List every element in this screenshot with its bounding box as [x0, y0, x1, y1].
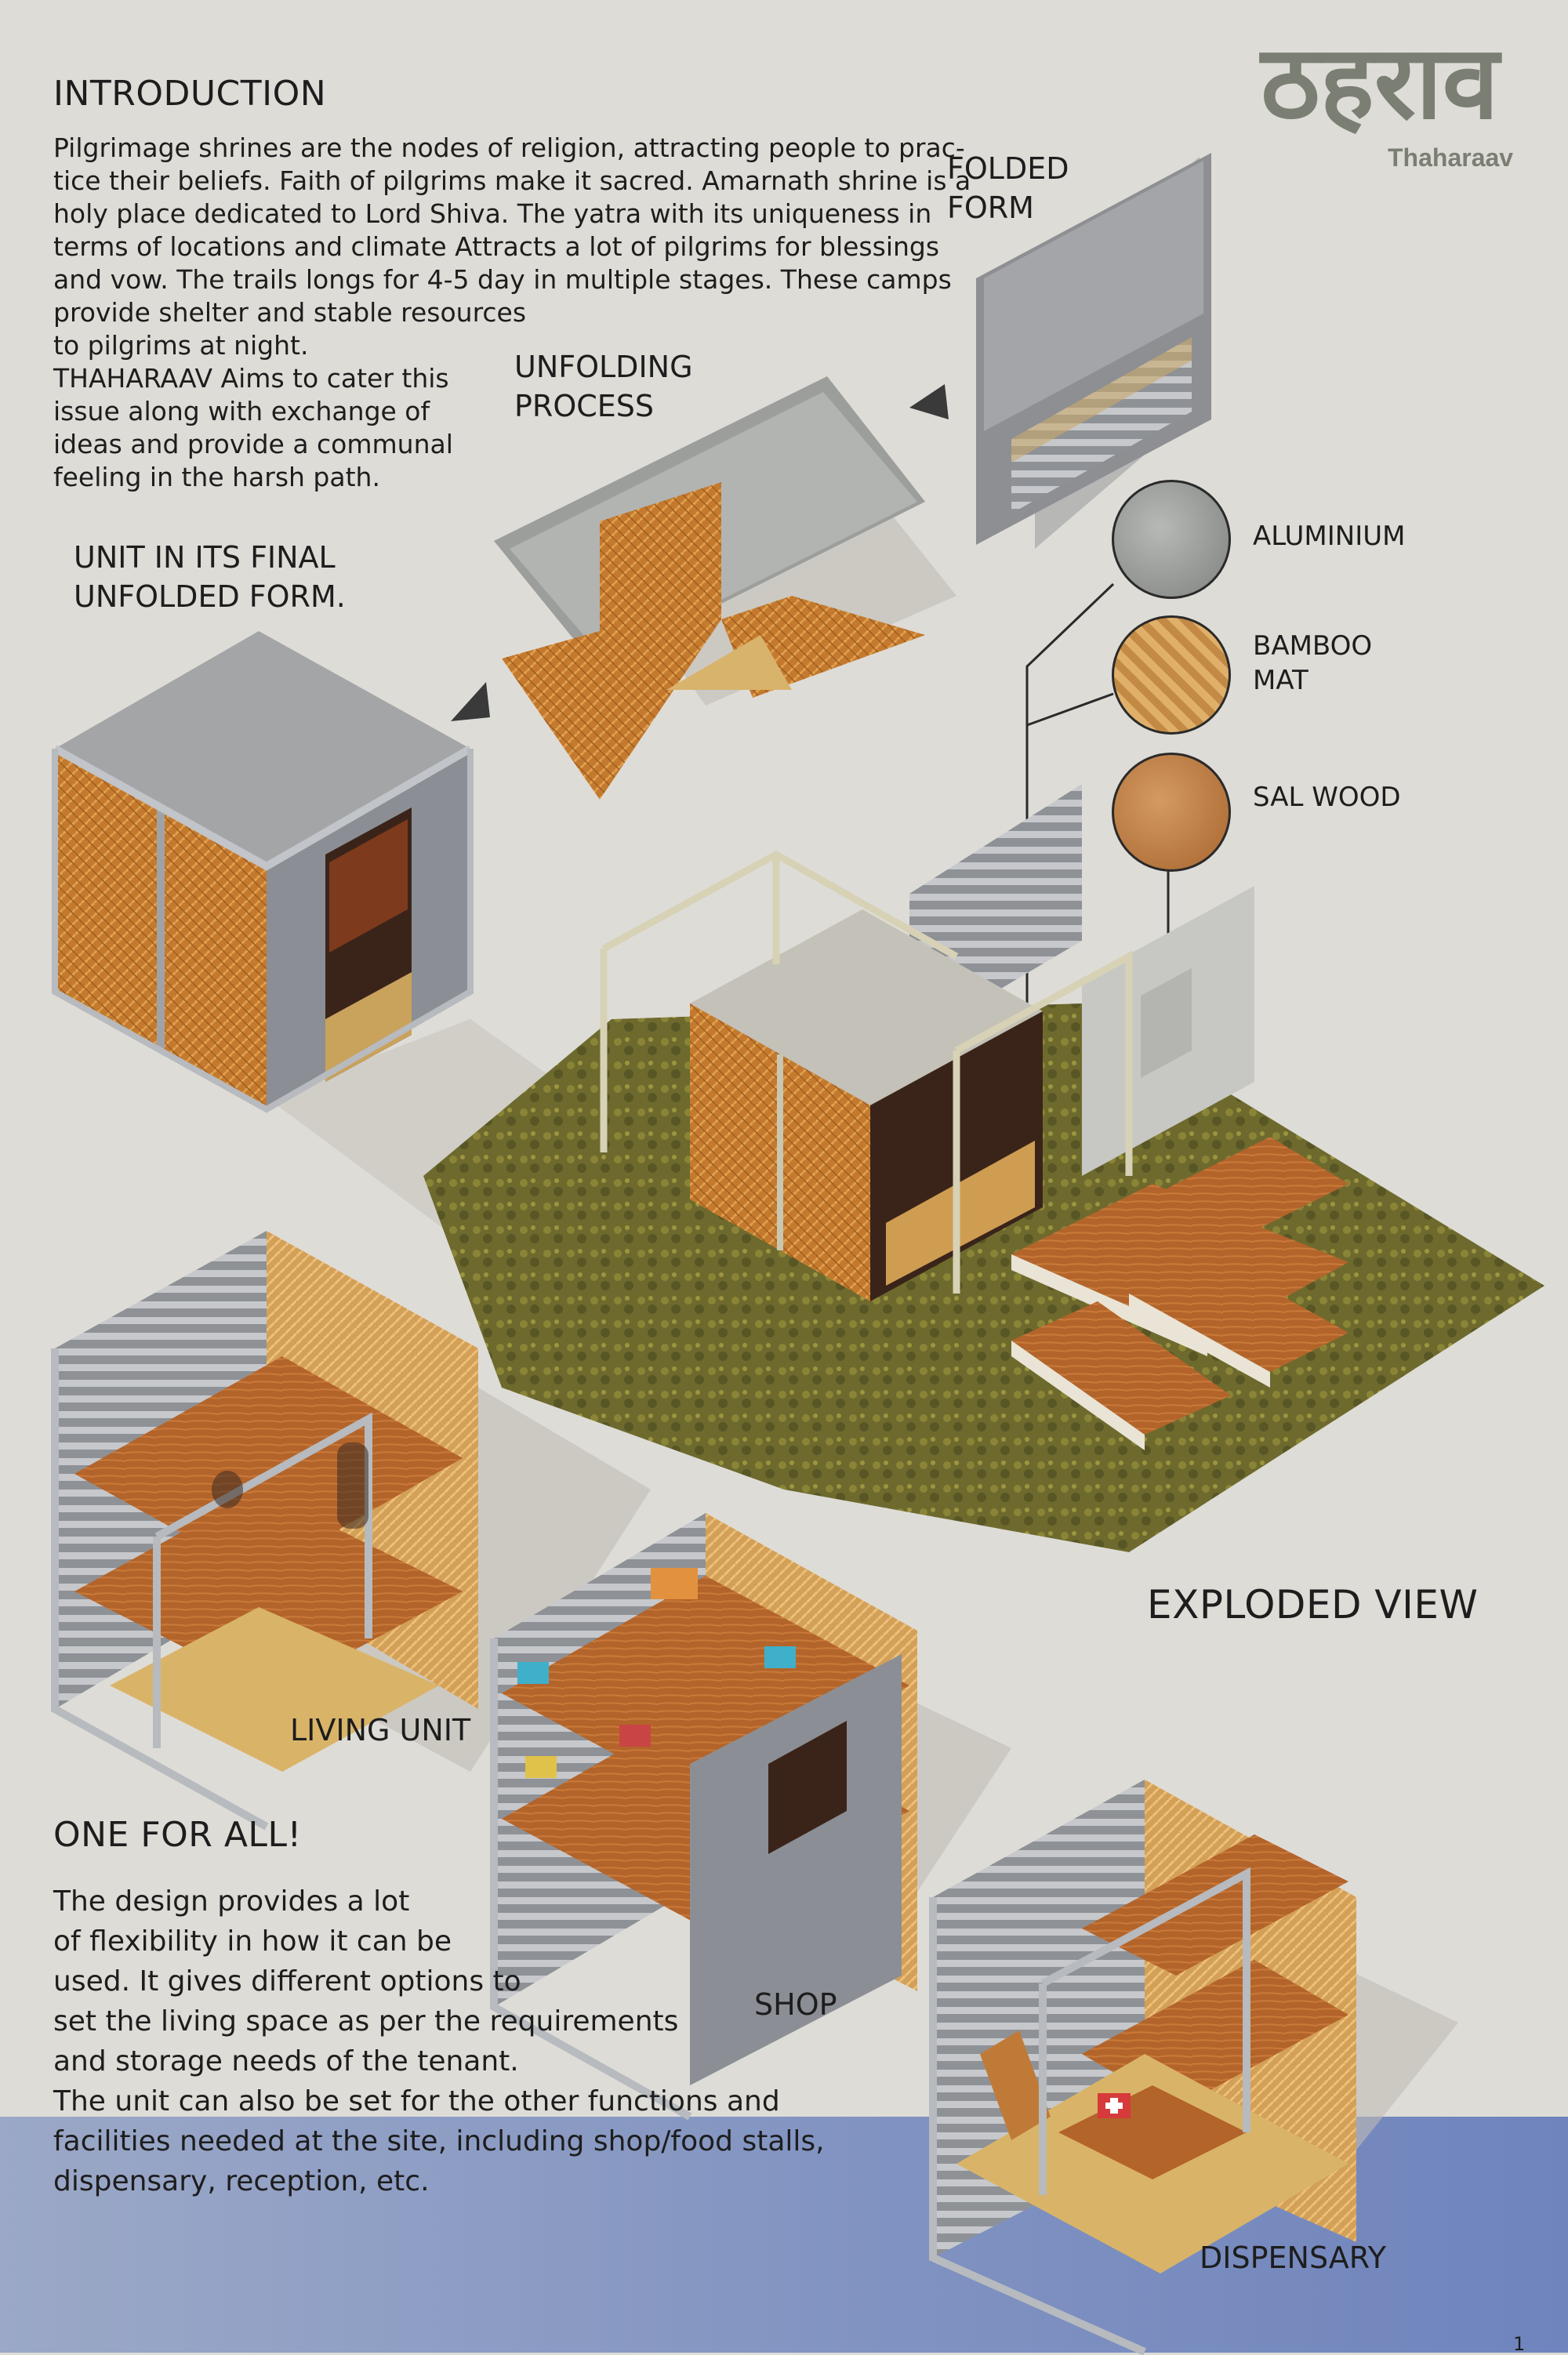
- aluminium-label: ALUMINIUM: [1253, 519, 1405, 553]
- introduction-line: terms of locations and climate Attracts …: [53, 231, 940, 262]
- introduction-line: to pilgrims at night.: [53, 330, 309, 361]
- one-for-all-heading: ONE FOR ALL!: [53, 1815, 302, 1855]
- one-for-all-line: set the living space as per the requirem…: [53, 2005, 679, 2037]
- introduction-line: issue along with exchange of: [53, 396, 430, 426]
- living-unit-label: LIVING UNIT: [290, 1713, 471, 1747]
- shop-illustration: [490, 1513, 1011, 2121]
- introduction-line: provide shelter and stable resources: [53, 297, 527, 328]
- material-label-line: BAMBOO: [1253, 630, 1373, 662]
- introduction-line: holy place dedicated to Lord Shiva. The …: [53, 198, 932, 229]
- folded-form-label: FOLDED FORM: [947, 149, 1069, 227]
- folded-form-label-line: FOLDED: [947, 151, 1069, 186]
- one-for-all-line: dispensary, reception, etc.: [53, 2165, 430, 2197]
- material-label-line: ALUMINIUM: [1253, 521, 1406, 552]
- arrow-left-icon: [451, 682, 490, 721]
- bamboo-mat-label: BAMBOO MAT: [1253, 629, 1372, 698]
- bamboo-mat-swatch: [1112, 615, 1231, 735]
- page-number: 1: [1513, 2333, 1526, 2355]
- introduction-line: THAHARAAV Aims to cater this: [53, 363, 449, 394]
- sal-wood-label: SAL WOOD: [1253, 780, 1401, 815]
- sal-wood-swatch: [1112, 753, 1231, 872]
- brand-title-hindi: ठहराव: [1261, 23, 1499, 142]
- final-form-label-line: UNFOLDED FORM.: [74, 579, 346, 614]
- one-for-all-line: used. It gives different options to: [53, 1965, 521, 1998]
- final-form-label-line: UNIT IN ITS FINAL: [74, 540, 336, 575]
- one-for-all-text: The design provides a lot of flexibility…: [53, 1881, 825, 2201]
- one-for-all-line: The unit can also be set for the other f…: [53, 2085, 780, 2117]
- folded-form-illustration: [976, 153, 1211, 549]
- unfolding-process-label-line: PROCESS: [514, 389, 655, 423]
- final-unit-illustration: [52, 631, 690, 1254]
- arrow-left-icon: [909, 384, 949, 419]
- introduction-line: and vow. The trails longs for 4-5 day in…: [53, 264, 952, 295]
- exploded-view-label: EXPLODED VIEW: [1147, 1582, 1479, 1627]
- unfolding-process-label-line: UNFOLDING: [514, 350, 693, 384]
- introduction-text: Pilgrimage shrines are the nodes of reli…: [53, 132, 971, 494]
- introduction-line: ideas and provide a communal: [53, 429, 453, 459]
- one-for-all-line: The design provides a lot: [53, 1885, 410, 1918]
- living-unit-illustration: [51, 1231, 651, 1831]
- aluminium-swatch: [1112, 480, 1231, 599]
- exploded-view-illustration: [423, 784, 1544, 1552]
- one-for-all-line: and storage needs of the tenant.: [53, 2045, 519, 2077]
- one-for-all-line: of flexibility in how it can be: [53, 1925, 452, 1958]
- introduction-line: Pilgrimage shrines are the nodes of reli…: [53, 132, 965, 163]
- dispensary-illustration: [929, 1780, 1458, 2355]
- material-label-line: MAT: [1253, 665, 1308, 696]
- dispensary-label: DISPENSARY: [1200, 2241, 1386, 2275]
- shop-label: SHOP: [754, 1987, 837, 2022]
- brand-title-latin: Thaharaav: [1388, 143, 1514, 172]
- introduction-heading: INTRODUCTION: [53, 74, 327, 114]
- unfolding-process-label: UNFOLDING PROCESS: [514, 347, 693, 426]
- introduction-line: tice their beliefs. Faith of pilgrims ma…: [53, 165, 971, 196]
- material-label-line: SAL WOOD: [1253, 782, 1401, 813]
- folded-form-label-line: FORM: [947, 191, 1034, 225]
- final-form-label: UNIT IN ITS FINAL UNFOLDED FORM.: [74, 538, 346, 616]
- introduction-line: feeling in the harsh path.: [53, 462, 380, 492]
- unfolding-process-illustration: [494, 376, 956, 800]
- one-for-all-line: facilities needed at the site, including…: [53, 2125, 825, 2157]
